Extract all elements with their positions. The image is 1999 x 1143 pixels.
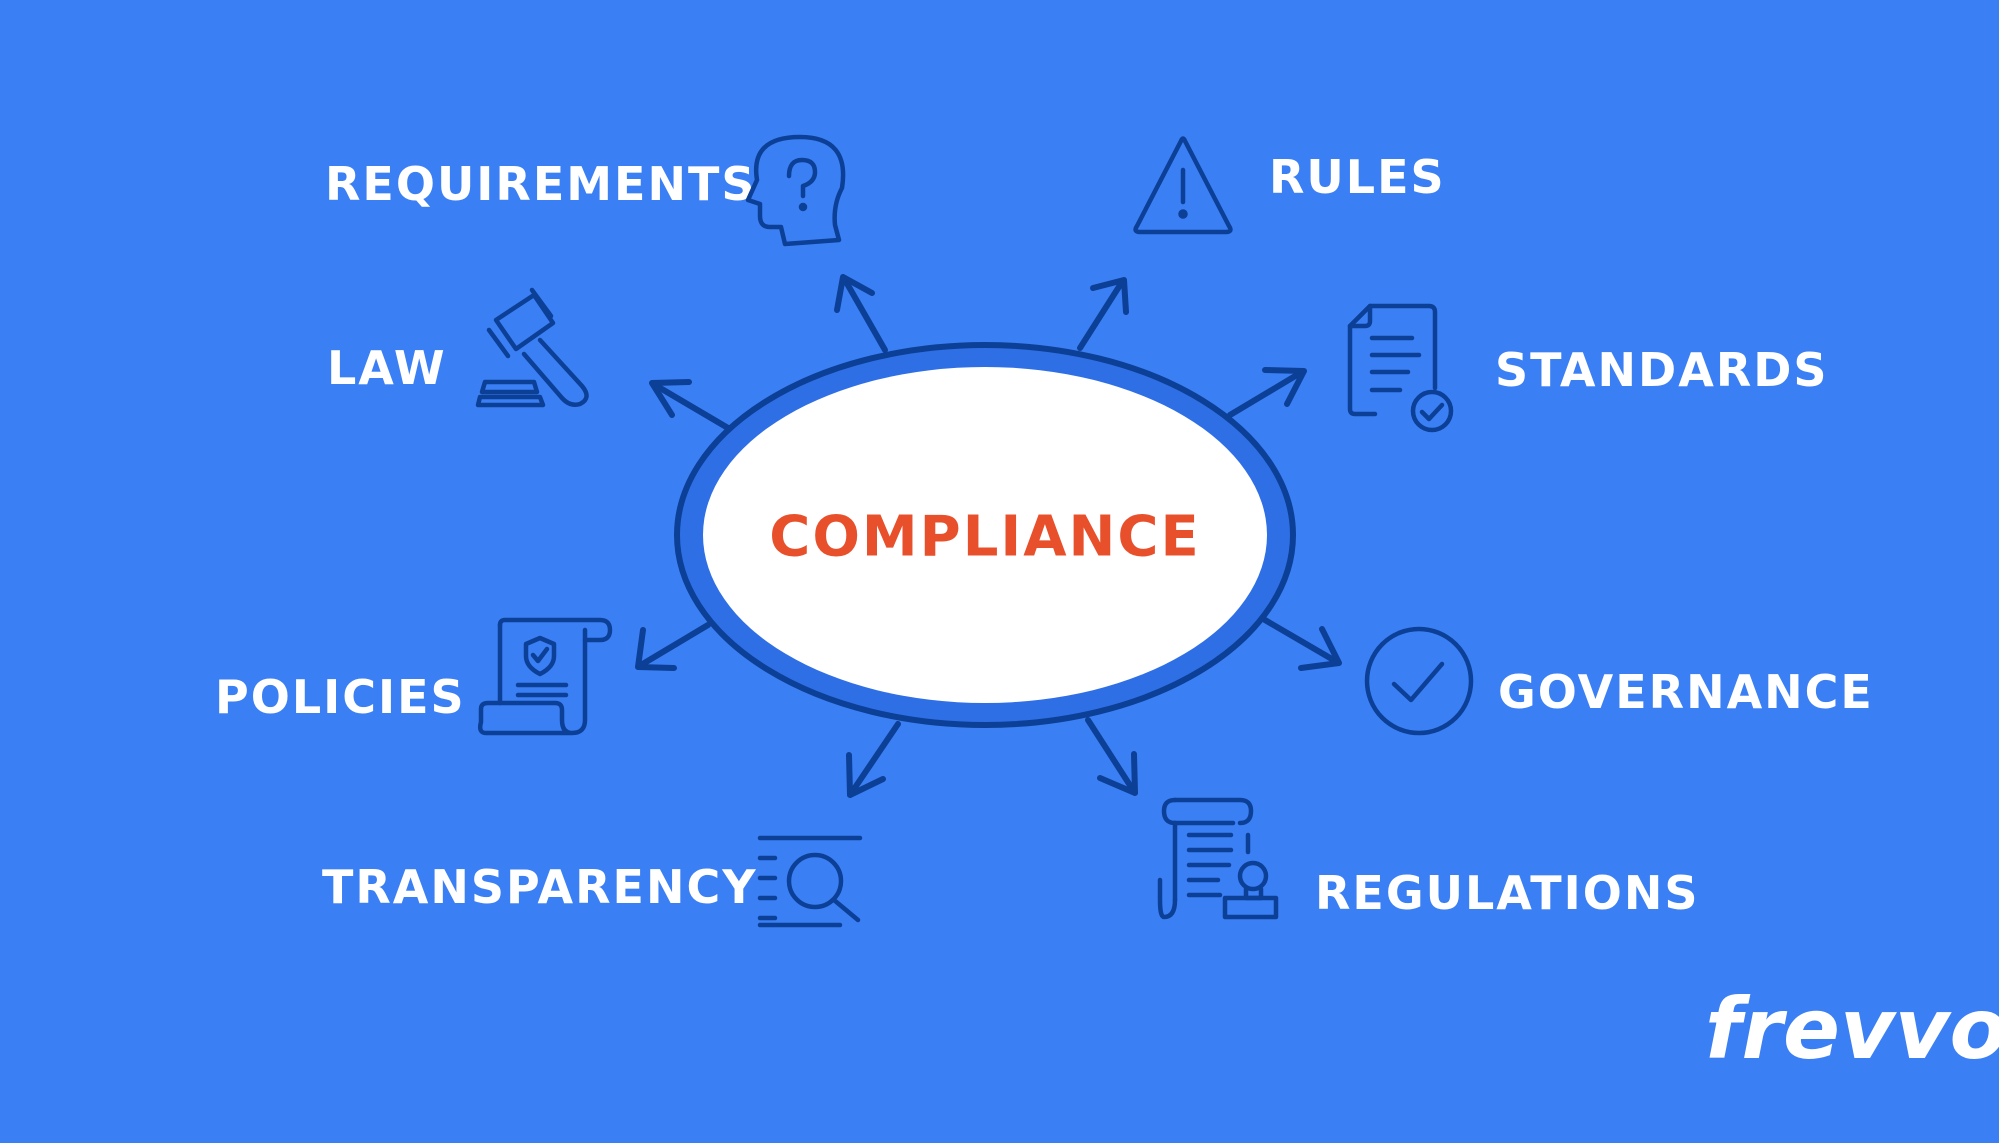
- list-search-icon: [757, 835, 863, 928]
- node-labels: REQUIREMENTS RULES LAW STANDARDS POLICIE…: [215, 150, 1874, 920]
- arrow-to-rules: [1077, 277, 1129, 351]
- label-policies: POLICIES: [215, 670, 466, 724]
- scroll-shield-icon: [477, 617, 613, 736]
- center-node: COMPLIANCE: [674, 342, 1296, 728]
- gavel-icon: [475, 287, 589, 408]
- arrow-to-policies: [635, 622, 711, 671]
- label-transparency: TRANSPARENCY: [322, 860, 758, 914]
- label-regulations: REGULATIONS: [1315, 866, 1700, 920]
- arrow-to-governance: [1262, 617, 1342, 671]
- arrow-to-standards: [1227, 367, 1307, 418]
- scroll-stamp-icon: [1157, 797, 1279, 920]
- label-governance: GOVERNANCE: [1498, 665, 1874, 719]
- arrow-to-transparency: [846, 721, 901, 798]
- arrows: [635, 274, 1342, 798]
- head-question-icon: [745, 134, 846, 247]
- frevvo-logo: frevvo: [1705, 980, 1999, 1078]
- document-check-icon: [1347, 303, 1454, 433]
- label-rules: RULES: [1269, 150, 1446, 204]
- warning-triangle-icon: [1133, 136, 1233, 235]
- center-label: COMPLIANCE: [769, 505, 1201, 570]
- label-requirements: REQUIREMENTS: [325, 157, 756, 211]
- arrow-to-law: [649, 379, 731, 431]
- label-law: LAW: [327, 341, 447, 395]
- arrow-to-requirements: [834, 274, 888, 353]
- label-standards: STANDARDS: [1495, 343, 1829, 397]
- arrow-to-regulations: [1085, 717, 1138, 796]
- center-fill: [703, 367, 1267, 703]
- logo-text: frevvo: [1705, 980, 1999, 1078]
- circle-check-icon: [1364, 626, 1474, 736]
